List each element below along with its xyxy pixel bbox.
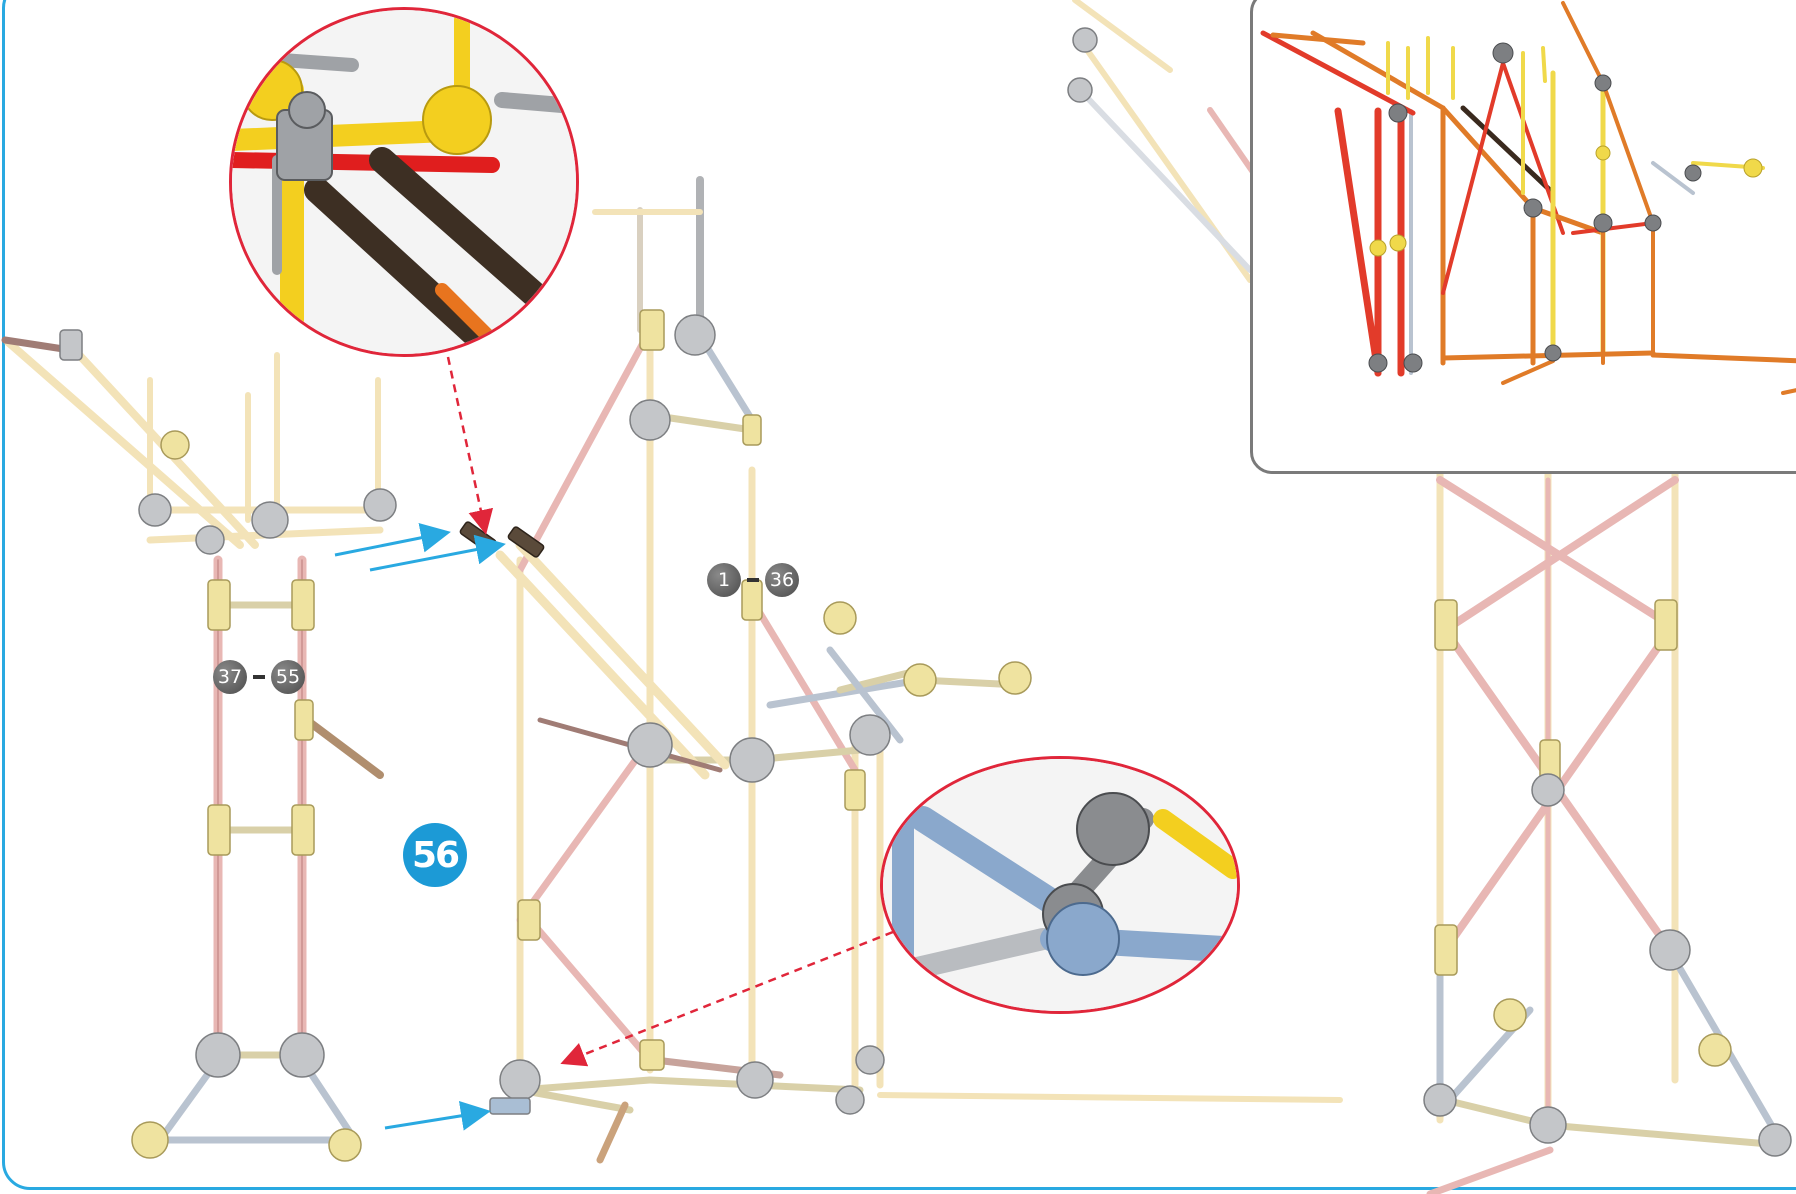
arrow-bottom [384, 1100, 491, 1131]
detail-callout-top [229, 7, 579, 357]
left-tower [1, 329, 397, 1162]
detail-callout-bottom [880, 756, 1240, 1014]
range-start-badge: 37 [213, 660, 247, 694]
range-dash [747, 578, 759, 582]
middle-tower [459, 176, 1343, 1164]
arrow-top-b [369, 534, 506, 572]
right-tower [1423, 466, 1792, 1194]
upper-right-rods [1067, 0, 1258, 283]
part-range-left: 37 55 [213, 660, 305, 694]
range-dash [253, 675, 265, 679]
range-start-badge: 1 [707, 563, 741, 597]
overview-inset [1250, 0, 1796, 474]
overview-model [1260, 1, 1796, 395]
range-end-badge: 55 [271, 660, 305, 694]
part-range-middle: 1 36 [707, 563, 799, 597]
arrow-top-a [334, 522, 451, 557]
connector-detail-top [232, 10, 576, 354]
connector-detail-bottom [883, 759, 1237, 1011]
range-end-badge: 36 [765, 563, 799, 597]
callout-pointer-bottom [560, 930, 894, 1067]
step-number-badge: 56 [403, 823, 467, 887]
callout-pointer-top [446, 356, 494, 535]
